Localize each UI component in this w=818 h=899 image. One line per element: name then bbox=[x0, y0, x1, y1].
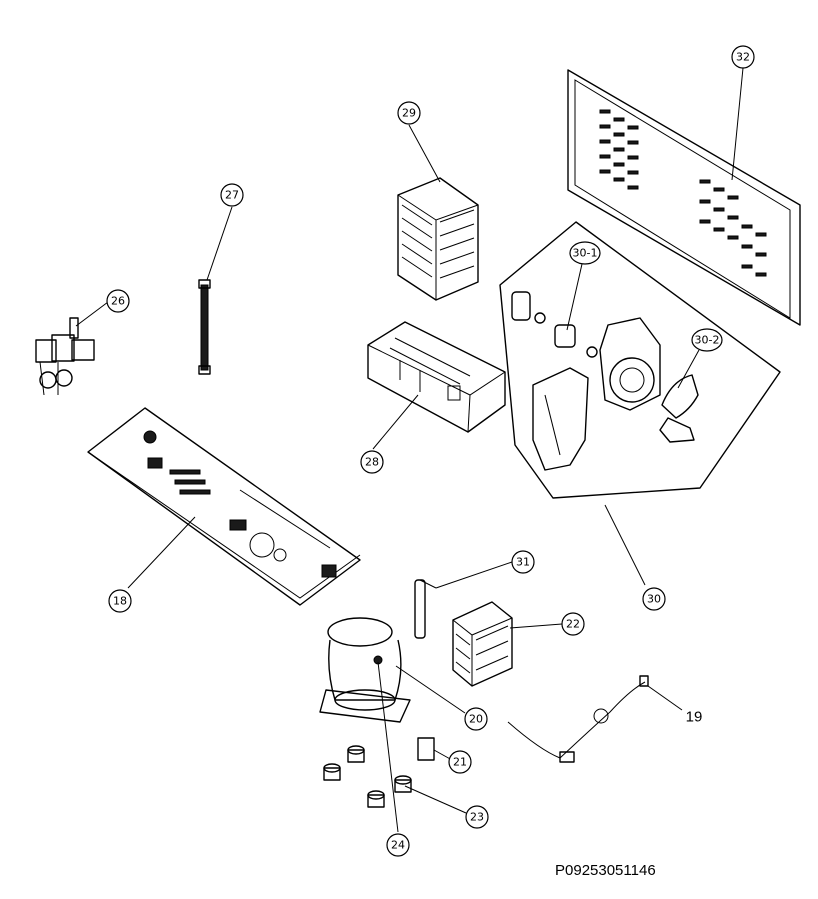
drier-filter bbox=[414, 579, 437, 639]
callout-19: 19 bbox=[686, 709, 703, 726]
callout-30: 30 bbox=[642, 587, 666, 611]
evaporator bbox=[397, 177, 479, 301]
callout-24: 24 bbox=[386, 833, 410, 857]
callout-20: 20 bbox=[464, 707, 488, 731]
callout-26-label: 26 bbox=[111, 295, 125, 308]
callout-21: 21 bbox=[448, 750, 472, 774]
fan-motor bbox=[511, 291, 598, 358]
callout-23: 23 bbox=[465, 805, 489, 829]
leader-lines bbox=[75, 67, 744, 833]
callout-19-label: 19 bbox=[686, 709, 703, 726]
air-duct bbox=[532, 367, 589, 471]
base-plate bbox=[87, 407, 361, 606]
wire-harness bbox=[507, 675, 649, 763]
callout-22: 22 bbox=[561, 612, 585, 636]
callout-30-2-label: 30-2 bbox=[695, 334, 720, 347]
callout-32: 32 bbox=[731, 45, 755, 69]
callout-30-label: 30 bbox=[647, 593, 661, 606]
rubber-feet bbox=[323, 745, 412, 808]
callout-31-label: 31 bbox=[516, 556, 530, 569]
water-tube bbox=[198, 279, 211, 375]
callout-31: 31 bbox=[511, 550, 535, 574]
compressor bbox=[319, 617, 411, 723]
callout-30-2: 30-2 bbox=[691, 328, 723, 352]
water-valve bbox=[35, 317, 95, 396]
drawing-code: P09253051146 bbox=[555, 862, 656, 879]
callout-22-label: 22 bbox=[566, 618, 580, 631]
fan-assembly bbox=[499, 221, 781, 499]
callout-30-1-label: 30-1 bbox=[573, 247, 598, 260]
callout-29: 29 bbox=[397, 101, 421, 125]
callout-29-label: 29 bbox=[402, 107, 416, 120]
callout-20-label: 20 bbox=[469, 713, 483, 726]
callout-27-label: 27 bbox=[225, 189, 239, 202]
fan-blade bbox=[659, 374, 699, 443]
callout-32-label: 32 bbox=[736, 51, 750, 64]
callout-18: 18 bbox=[108, 589, 132, 613]
callout-27: 27 bbox=[220, 183, 244, 207]
condenser-unit bbox=[452, 601, 513, 687]
evaporator-cover bbox=[367, 321, 506, 433]
callout-28-label: 28 bbox=[365, 456, 379, 469]
callout-23-label: 23 bbox=[470, 811, 484, 824]
callout-28: 28 bbox=[360, 450, 384, 474]
fan-shroud bbox=[599, 317, 661, 411]
callout-21-label: 21 bbox=[453, 756, 467, 769]
rear-cover-panel bbox=[567, 69, 801, 326]
callout-24-label: 24 bbox=[391, 839, 405, 852]
callout-18-label: 18 bbox=[113, 595, 127, 608]
callout-26: 26 bbox=[106, 289, 130, 313]
callout-30-1: 30-1 bbox=[569, 241, 601, 265]
start-relay bbox=[417, 737, 435, 761]
